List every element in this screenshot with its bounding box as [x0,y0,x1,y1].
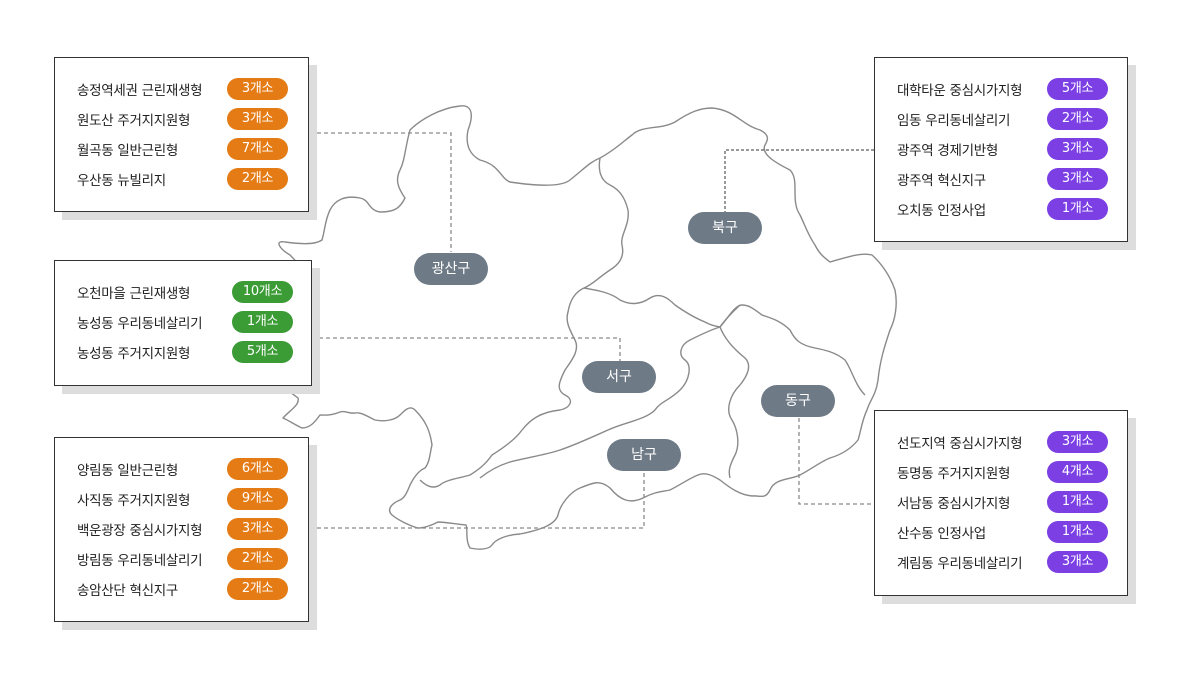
project-name: 광주역 혁신지구 [897,173,986,189]
list-item: 농성동 우리동네살리기 1개소 [77,307,311,337]
list-item: 사직동 주거지지원형 9개소 [77,484,308,514]
project-name: 오천마을 근린재생형 [77,286,191,302]
leader-line-gwangsan [310,132,452,252]
list-item: 우산동 뉴빌리지 2개소 [77,164,308,194]
info-box-buk: 대학타운 중심시가지형 5개소 임동 우리동네살리기 2개소 광주역 경제기반형 3개… [874,57,1128,242]
city-outline [273,105,897,550]
info-box-dong: 선도지역 중심시가지형 3개소 동명동 주거지지원형 4개소 서남동 중심시가지형 1… [874,410,1128,596]
count-badge: 10개소 [232,281,293,303]
project-name: 방림동 우리동네살리기 [77,553,203,569]
district-label-gwangsan[interactable]: 광산구 [414,253,488,285]
list-item: 월곡동 일반근린형 7개소 [77,134,308,164]
project-name: 송정역세권 근린재생형 [77,83,203,99]
info-box-seo: 오천마을 근린재생형 10개소 농성동 우리동네살리기 1개소 농성동 주거지지원형… [54,260,312,386]
list-item: 오천마을 근린재생형 10개소 [77,277,311,307]
district-label-seo[interactable]: 서구 [582,361,656,393]
project-name: 동명동 주거지지원형 [897,466,1011,482]
list-item: 계림동 우리동네살리기 3개소 [897,547,1127,577]
boundary-line [583,287,741,328]
list-item: 서남동 중심시가지형 1개소 [897,487,1127,517]
list-item: 백운광장 중심시가지형 3개소 [77,514,308,544]
district-label-nam[interactable]: 남구 [607,439,681,471]
count-badge: 3개소 [227,518,288,540]
count-badge: 2개소 [227,168,288,190]
list-item: 임동 우리동네살리기 2개소 [897,104,1127,134]
list-item: 산수동 인정사업 1개소 [897,517,1127,547]
list-item: 송정역세권 근린재생형 3개소 [77,74,308,104]
project-name: 임동 우리동네살리기 [897,113,1011,129]
count-badge: 1개소 [232,311,293,333]
list-item: 광주역 혁신지구 3개소 [897,164,1127,194]
count-badge: 3개소 [227,78,288,100]
list-item: 원도산 주거지지원형 3개소 [77,104,308,134]
count-badge: 5개소 [1047,78,1108,100]
leader-line-dong [798,418,874,505]
boundary-line [479,326,721,479]
project-name: 산수동 인정사업 [897,526,986,542]
list-item: 선도지역 중심시가지형 3개소 [897,427,1127,457]
project-name: 월곡동 일반근린형 [77,143,178,159]
project-name: 원도산 주거지지원형 [77,113,191,129]
count-badge: 3개소 [1047,431,1108,453]
project-name: 광주역 경제기반형 [897,143,998,159]
project-name: 오치동 인정사업 [897,203,986,219]
project-name: 송암산단 혁신지구 [77,583,178,599]
boundary-line [419,157,629,488]
info-box-gwangsan: 송정역세권 근린재생형 3개소 원도산 주거지지원형 3개소 월곡동 일반근린형 7개… [54,57,309,212]
count-badge: 3개소 [227,108,288,130]
list-item: 방림동 우리동네살리기 2개소 [77,544,308,574]
leader-line-seo [312,337,621,362]
info-box-nam: 양림동 일반근린형 6개소 사직동 주거지지원형 9개소 백운광장 중심시가지형 3개… [54,437,309,622]
count-badge: 7개소 [227,138,288,160]
list-item: 농성동 주거지지원형 5개소 [77,337,311,367]
leader-line-nam [310,470,645,529]
project-name: 계림동 우리동네살리기 [897,556,1023,572]
count-badge: 1개소 [1047,521,1108,543]
project-name: 백운광장 중심시가지형 [77,523,203,539]
count-badge: 2개소 [227,548,288,570]
count-badge: 1개소 [1047,491,1108,513]
boundary-line [719,304,866,396]
leader-line-buk [724,149,874,212]
list-item: 송암산단 혁신지구 2개소 [77,574,308,604]
list-item: 양림동 일반근린형 6개소 [77,454,308,484]
count-badge: 2개소 [227,578,288,600]
project-name: 농성동 주거지지원형 [77,346,191,362]
project-name: 선도지역 중심시가지형 [897,436,1023,452]
project-name: 농성동 우리동네살리기 [77,316,203,332]
count-badge: 3개소 [1047,551,1108,573]
count-badge: 4개소 [1047,461,1108,483]
count-badge: 1개소 [1047,198,1108,220]
project-name: 양림동 일반근린형 [77,463,178,479]
list-item: 대학타운 중심시가지형 5개소 [897,74,1127,104]
count-badge: 9개소 [227,488,288,510]
count-badge: 6개소 [227,458,288,480]
boundary-line [719,326,750,479]
district-label-buk[interactable]: 북구 [688,212,762,244]
count-badge: 3개소 [1047,168,1108,190]
list-item: 광주역 경제기반형 3개소 [897,134,1127,164]
count-badge: 3개소 [1047,138,1108,160]
list-item: 동명동 주거지지원형 4개소 [897,457,1127,487]
project-name: 서남동 중심시가지형 [897,496,1011,512]
count-badge: 2개소 [1047,108,1108,130]
district-label-dong[interactable]: 동구 [761,385,835,417]
list-item: 오치동 인정사업 1개소 [897,194,1127,224]
project-name: 우산동 뉴빌리지 [77,173,166,189]
count-badge: 5개소 [232,341,293,363]
project-name: 대학타운 중심시가지형 [897,83,1023,99]
project-name: 사직동 주거지지원형 [77,493,191,509]
